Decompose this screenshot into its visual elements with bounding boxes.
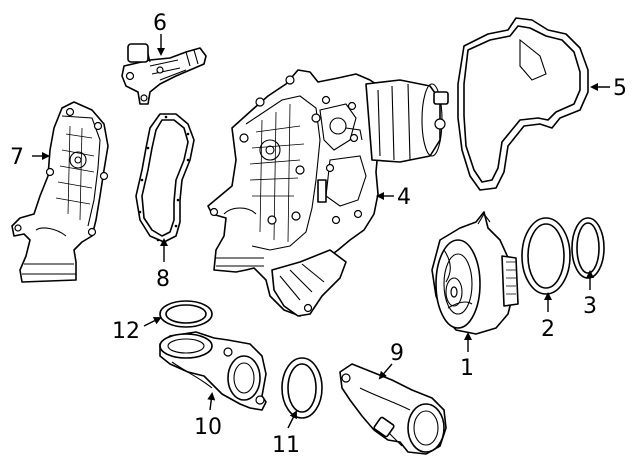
leader-10 xyxy=(207,392,216,411)
part-11-fitting-o-ring xyxy=(281,357,323,419)
callout-labels: 6 7 8 5 4 1 2 3 12 10 11 9 xyxy=(10,11,627,458)
callout-8: 8 xyxy=(156,267,170,292)
part-8-housing-gasket xyxy=(135,113,195,243)
callout-5: 5 xyxy=(613,76,627,101)
part-2-pump-o-ring xyxy=(521,217,571,295)
callout-11: 11 xyxy=(272,433,300,458)
leader-11 xyxy=(287,410,297,429)
leader-lines xyxy=(32,34,610,429)
part-12-seal-ring xyxy=(159,300,213,328)
callout-6: 6 xyxy=(153,11,167,36)
part-4-pump-housing-assembly xyxy=(207,69,449,317)
callout-7: 7 xyxy=(10,145,24,170)
part-3-small-o-ring xyxy=(571,217,605,279)
part-1-water-pump xyxy=(431,211,519,335)
leader-12 xyxy=(143,317,162,327)
callout-12: 12 xyxy=(112,319,140,344)
callout-1: 1 xyxy=(460,356,474,381)
callout-10: 10 xyxy=(194,415,222,440)
part-6-temperature-sensor xyxy=(121,43,207,105)
callout-4: 4 xyxy=(397,185,411,210)
callout-9: 9 xyxy=(390,341,404,366)
part-9-coolant-pipe xyxy=(339,363,447,455)
part-7-thermostat-housing xyxy=(11,101,109,283)
callout-2: 2 xyxy=(541,317,555,342)
leader-9 xyxy=(378,363,393,380)
part-5-cover-gasket xyxy=(457,17,589,191)
callout-3: 3 xyxy=(583,294,597,319)
part-10-coolant-fitting xyxy=(159,331,267,411)
